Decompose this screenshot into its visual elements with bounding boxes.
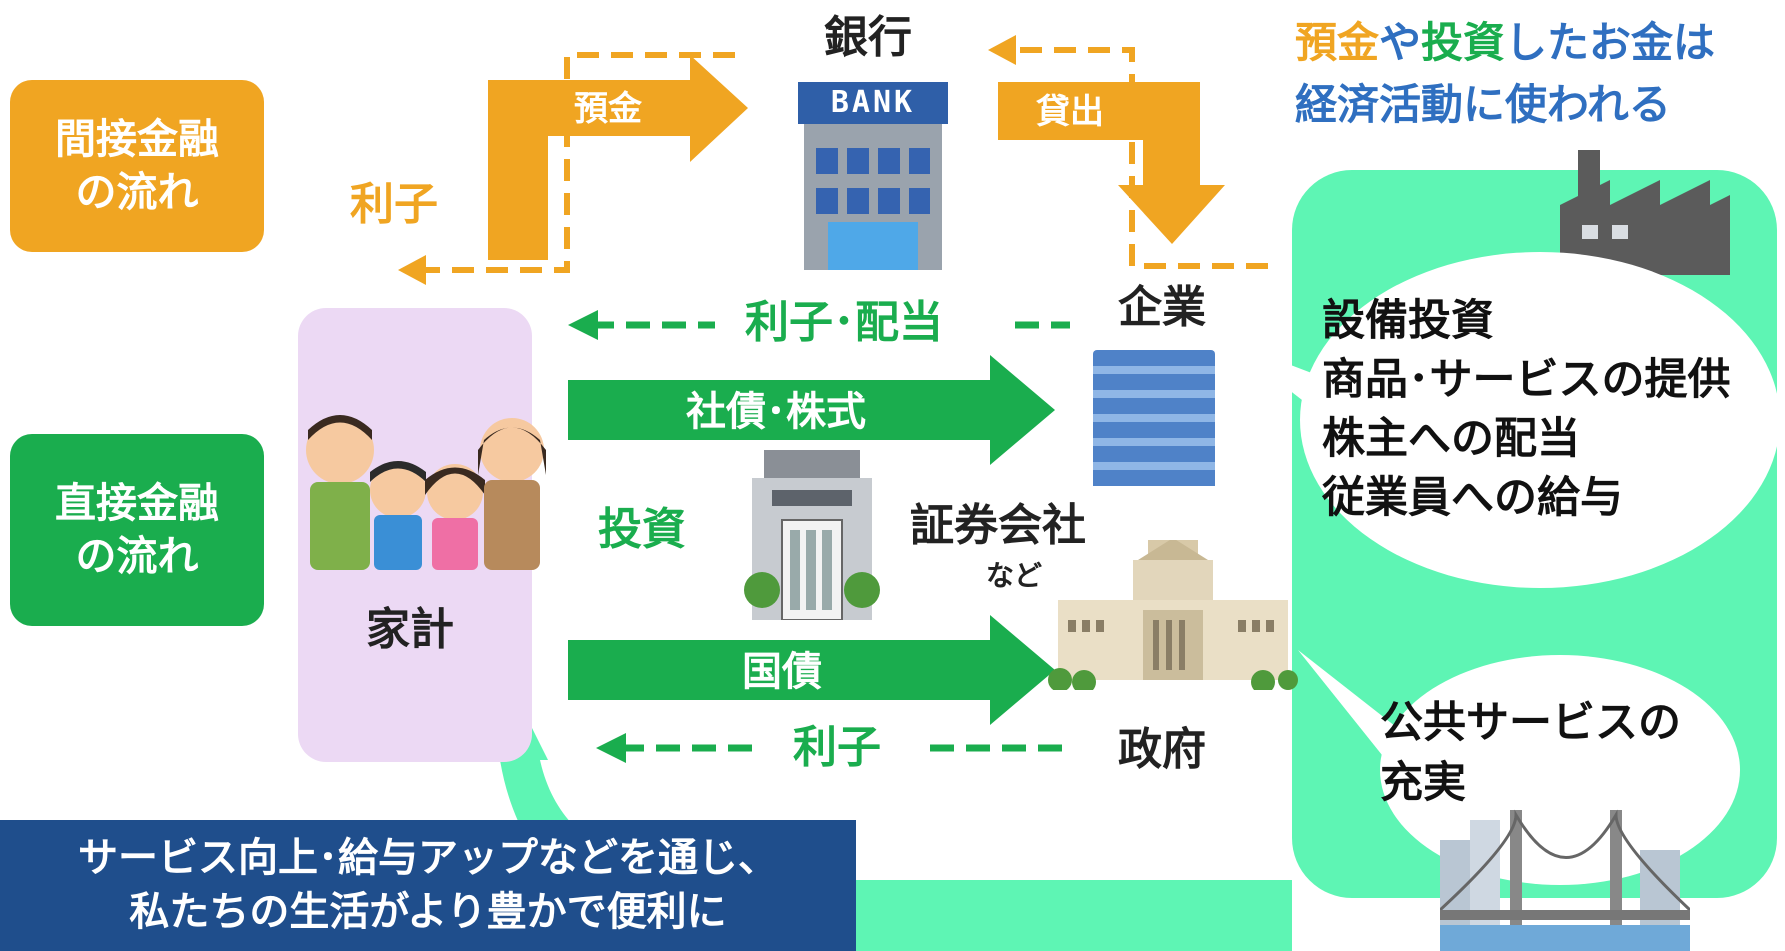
bottom-banner-line1: サービス向上･給与アップなどを通じ、: [78, 835, 778, 881]
loan-arrow: [998, 82, 1225, 244]
government-building-icon: [1048, 540, 1298, 690]
loan-return-dashed-path: [1010, 47, 1268, 269]
securities-building-icon: [744, 450, 880, 620]
family-icon: [306, 415, 546, 570]
headline-rest: したお金は: [1505, 18, 1716, 67]
public-bubble-line2: 充実: [1380, 758, 1466, 808]
interest-left-label: 利子: [350, 179, 438, 230]
securities-title: 証券会社: [910, 500, 1086, 551]
interest-arrowhead: [398, 255, 426, 285]
public-bubble-line1: 公共サービスの: [1380, 698, 1681, 748]
company-bubble-line4: 従業員への給与: [1322, 473, 1623, 523]
interest-dashed-path: [420, 52, 735, 273]
headline-ya: や: [1379, 18, 1422, 67]
bottom-banner-line2: 私たちの生活がより豊かで便利に: [129, 889, 727, 935]
deposit-label: 預金: [574, 89, 642, 129]
bonds-stocks-arrow: [568, 355, 1055, 465]
indirect-finance-line1: 間接金融: [55, 114, 219, 163]
headline-line1: 預金や投資したお金は: [1295, 22, 1715, 64]
factory-icon: [1560, 150, 1730, 275]
gov-interest-label: 利子: [793, 722, 881, 773]
headline-deposit: 預金: [1295, 18, 1380, 67]
deposit-arrow: [488, 55, 748, 260]
bank-sign: BANK: [798, 82, 948, 124]
headline-line2: 経済活動に使われる: [1295, 80, 1671, 129]
company-bubble-shape: [1225, 252, 1780, 588]
interest-dividend-label: 利子･配当: [745, 297, 943, 348]
loan-label: 貸出: [1036, 92, 1104, 132]
company-bubble-line3: 株主への配当: [1322, 414, 1580, 464]
direct-finance-line2: の流れ: [75, 532, 199, 580]
gov-interest-arrowhead: [596, 733, 626, 763]
investment-label: 投資: [598, 504, 686, 555]
bridge-icon: [1440, 809, 1690, 951]
bottom-banner: サービス向上･給与アップなどを通じ、 私たちの生活がより豊かで便利に: [0, 820, 856, 951]
bonds-stocks-label: 社債･株式: [686, 389, 866, 435]
gov-bond-label: 国債: [742, 649, 822, 695]
government-label: 政府: [1118, 724, 1206, 775]
gov-bond-arrow: [568, 615, 1055, 725]
direct-finance-line1: 直接金融: [55, 478, 219, 527]
indirect-finance-line2: の流れ: [75, 168, 199, 216]
company-bubble-text: 設備投資 商品･サービスの提供 株主への配当 従業員への給与: [1322, 300, 1731, 520]
indirect-finance-label: 間接金融 の流れ: [10, 80, 264, 252]
company-building-icon: [1093, 350, 1215, 486]
household-label: 家計: [366, 604, 454, 655]
company-label: 企業: [1118, 282, 1206, 333]
company-bubble-line1: 設備投資: [1322, 296, 1494, 346]
securities-sub: など: [986, 559, 1043, 592]
direct-finance-label: 直接金融 の流れ: [10, 434, 264, 626]
dividend-arrowhead: [568, 310, 598, 340]
bank-title: 銀行: [824, 12, 912, 63]
bank-building: BANK: [798, 82, 948, 270]
company-bubble-line2: 商品･サービスの提供: [1322, 355, 1731, 405]
loan-return-arrowhead: [988, 35, 1016, 65]
headline-investment: 投資: [1421, 18, 1506, 67]
